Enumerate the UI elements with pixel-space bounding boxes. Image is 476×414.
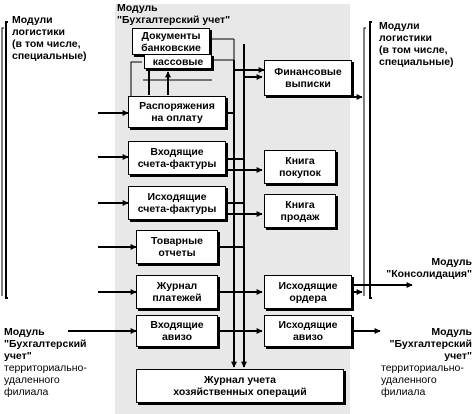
outgoing-aviso-box: Исходящие авизо (264, 315, 352, 347)
purchase-book-box: Книга покупок (264, 150, 336, 184)
accounting-module-title: Модуль "Бухгалтерский учет" (117, 2, 231, 26)
incoming-invoices-box: Входящие счета-фактуры (128, 141, 226, 175)
outgoing-orders-box: Исходящие ордера (264, 275, 352, 309)
payment-orders-box: Распоряжения на оплату (128, 96, 226, 128)
financial-statements-box: Финансовые выписки (264, 60, 352, 96)
bank-documents-box: Документы банковские (132, 28, 210, 55)
branch-left-label: Модуль "Бухгалтерский учет" территориаль… (4, 326, 87, 398)
cash-documents-box: кассовые (144, 54, 212, 69)
consolidation-module-label: Модуль "Консолидация" (386, 256, 472, 280)
payments-journal-box: Журнал платежей (136, 275, 218, 309)
operations-journal-box: Журнал учета хозяйственных операций (136, 369, 344, 403)
logistics-left-label: Модули логистики (в том числе, специальн… (12, 14, 87, 62)
logistics-left-bracket (5, 21, 8, 299)
logistics-right-bracket (369, 21, 372, 299)
logistics-right-label: Модули логистики (в том числе, специальн… (379, 20, 454, 68)
goods-reports-box: Товарные отчеты (136, 230, 218, 264)
outgoing-invoices-box: Исходящие счета-фактуры (128, 186, 226, 220)
branch-right-label: Модуль "Бухгалтерский учет" территориаль… (381, 326, 472, 398)
incoming-aviso-box: Входящие авизо (136, 315, 218, 347)
sales-book-box: Книга продаж (264, 194, 336, 228)
